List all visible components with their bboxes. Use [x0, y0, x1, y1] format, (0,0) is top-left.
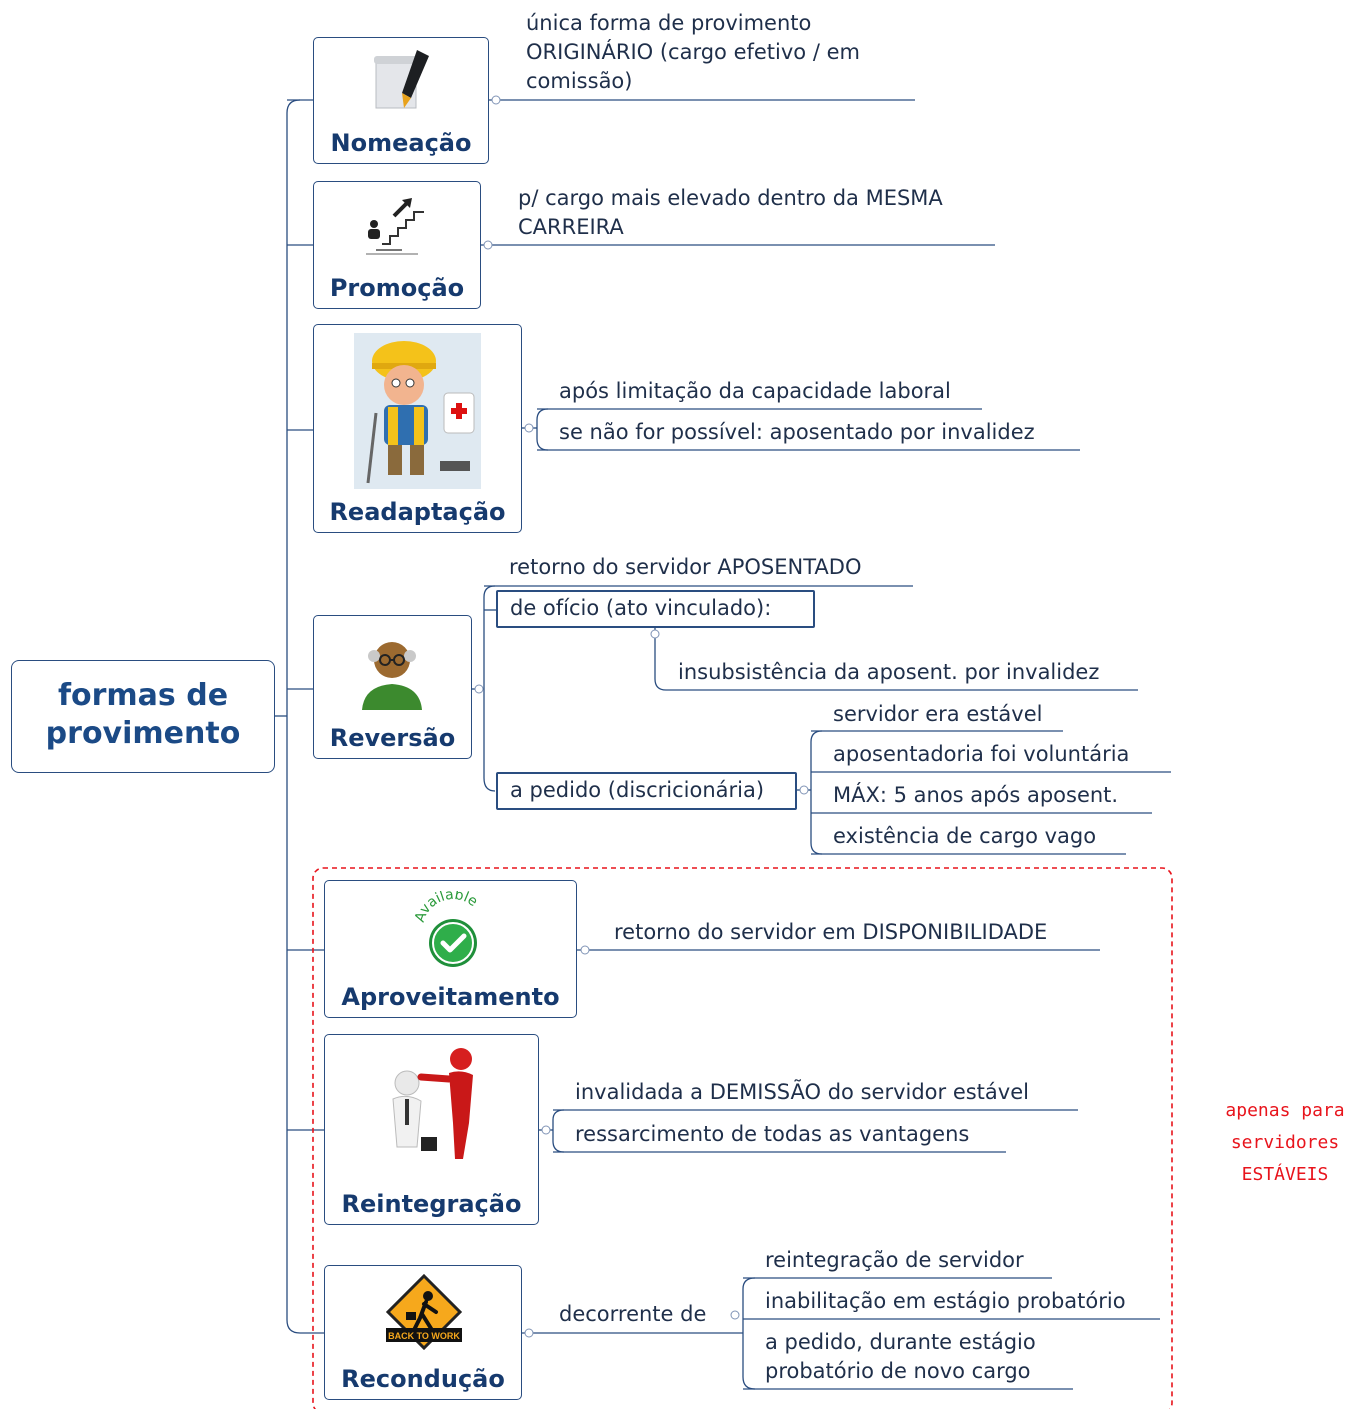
node-promocao[interactable]: Promoção: [313, 181, 481, 309]
node-label-nomeacao: Nomeação: [330, 129, 472, 157]
stairs-arrow-icon: [366, 198, 424, 255]
leaf-oficio: insubsistência da aposent. por invalidez: [678, 660, 1100, 684]
leaf-reconducao-3: a pedido, durante estágio probatório de …: [765, 1330, 1036, 1383]
node-label-promocao: Promoção: [329, 274, 465, 302]
note-line3: ESTÁVEIS: [1241, 1164, 1329, 1185]
leaf-reintegracao-2: ressarcimento de todas as vantagens: [575, 1122, 970, 1146]
leaf-pedido-3: MÁX: 5 anos após aposent.: [833, 783, 1119, 807]
leaf-promocao: p/ cargo mais elevado dentro da MESMA CA…: [518, 186, 943, 239]
node-reintegracao[interactable]: Reintegração: [324, 1034, 539, 1225]
node-nomeacao[interactable]: Nomeação: [313, 37, 489, 164]
note-line1: apenas para: [1225, 1100, 1345, 1121]
leaf-reintegracao-1: invalidada a DEMISSÃO do servidor estáve…: [575, 1080, 1029, 1104]
root-title-line2: provimento: [45, 716, 241, 751]
elderly-man-icon: [362, 642, 422, 710]
stable-note: apenas para servidores ESTÁVEIS: [1205, 1095, 1349, 1191]
root-title: formas de provimento: [12, 677, 274, 753]
sub-oficio-label: de ofício (ato vinculado):: [510, 596, 772, 620]
node-aproveitamento[interactable]: Available Aproveitamento: [324, 880, 577, 1018]
node-label-reconducao: Recondução: [341, 1365, 505, 1393]
back-to-work-text: BACK TO WORK: [388, 1331, 460, 1341]
available-check-icon: Available: [413, 891, 480, 967]
leaf-reversao: retorno do servidor APOSENTADO: [509, 555, 862, 579]
leaf-pedido-1: servidor era estável: [833, 702, 1043, 726]
node-reversao[interactable]: Reversão: [313, 615, 472, 759]
node-label-reversao: Reversão: [329, 724, 456, 752]
back-to-work-sign-icon: BACK TO WORK: [385, 1274, 463, 1350]
leaf-pedido-4: existência de cargo vago: [833, 824, 1097, 848]
injured-worker-icon: [354, 333, 481, 489]
sub-pedido[interactable]: a pedido (discricionária): [496, 772, 797, 810]
sub-pedido-label: a pedido (discricionária): [510, 778, 765, 802]
svg-text:Available: Available: [413, 891, 480, 924]
available-icon-text: Available: [413, 891, 480, 924]
node-label-reintegracao: Reintegração: [341, 1190, 522, 1218]
pen-paper-icon: [374, 50, 429, 109]
stable-servants-region: [312, 867, 1173, 1409]
node-label-aproveitamento: Aproveitamento: [341, 983, 560, 1011]
root-title-line1: formas de: [57, 678, 229, 713]
leaf-readaptacao-1: após limitação da capacidade laboral: [559, 379, 951, 403]
leaf-pedido-2: aposentadoria foi voluntária: [833, 742, 1130, 766]
leaf-reconducao-1: reintegração de servidor: [765, 1248, 1024, 1272]
leaf-aproveitamento: retorno do servidor em DISPONIBILIDADE: [614, 920, 1048, 944]
leaf-nomeacao: única forma de provimento ORIGINÁRIO (ca…: [526, 11, 860, 93]
node-readaptacao[interactable]: Readaptação: [313, 324, 522, 533]
leaf-readaptacao-2: se não for possível: aposentado por inva…: [559, 420, 1035, 444]
root-node[interactable]: formas de provimento: [11, 660, 275, 773]
leaf-reconducao-2: inabilitação em estágio probatório: [765, 1289, 1126, 1313]
node-label-readaptacao: Readaptação: [329, 498, 506, 526]
sub-oficio[interactable]: de ofício (ato vinculado):: [496, 590, 815, 628]
note-line2: servidores: [1230, 1132, 1340, 1153]
branch-decorrente: decorrente de: [559, 1302, 707, 1326]
node-reconducao[interactable]: BACK TO WORK Recondução: [324, 1265, 522, 1400]
pointing-figures-icon: [392, 1048, 473, 1159]
